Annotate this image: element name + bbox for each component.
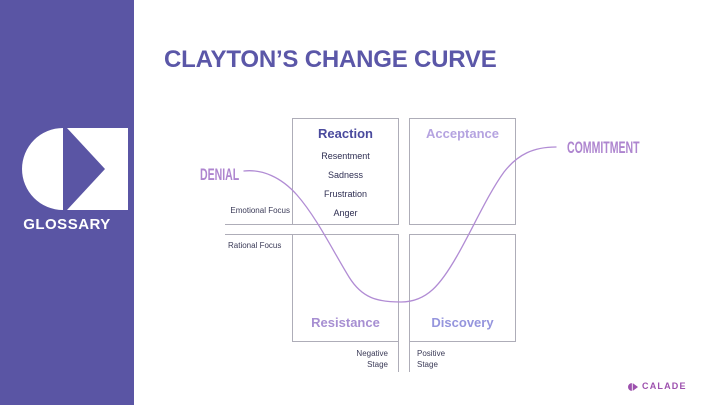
quadrant-title-discovery: Discovery xyxy=(431,314,494,330)
reaction-item: Resentment xyxy=(321,151,370,162)
axis-label-emotional-focus: Emotional Focus xyxy=(230,206,290,215)
commitment-label: COMMITMENT xyxy=(567,138,640,157)
quadrant-acceptance-box: Acceptance xyxy=(409,118,516,225)
brand-logo: CALADE xyxy=(628,381,687,392)
axis-line-rational xyxy=(225,234,292,235)
glossary-label: GLOSSARY xyxy=(23,216,111,233)
quadrant-title-acceptance: Acceptance xyxy=(426,126,499,141)
denial-label: DENIAL xyxy=(200,165,240,184)
brand-name: CALADE xyxy=(642,381,687,391)
quadrant-title-resistance: Resistance xyxy=(311,314,380,330)
axis-line-positive xyxy=(409,341,410,372)
page-title: CLAYTON’S CHANGE CURVE xyxy=(164,46,497,73)
reaction-item-list: Resentment Sadness Frustration Anger xyxy=(293,147,398,223)
axis-line-emotional xyxy=(225,224,292,225)
axis-line-negative xyxy=(398,341,399,372)
reaction-item: Anger xyxy=(333,208,358,219)
reaction-item: Frustration xyxy=(323,189,367,200)
quadrant-title-reaction: Reaction xyxy=(318,126,373,141)
brand-logo-icon xyxy=(628,382,638,391)
quadrant-discovery-box: Discovery xyxy=(409,234,516,342)
stage-label-negative: Negative Stage xyxy=(356,349,388,369)
quadrant-resistance-box: Resistance xyxy=(292,234,399,342)
quadrant-reaction-box: Reaction Resentment Sadness Frustration … xyxy=(292,118,399,225)
axis-label-rational-focus: Rational Focus xyxy=(228,241,282,250)
glossary-logo-icon xyxy=(22,128,128,210)
stage-label-positive: Positive Stage xyxy=(417,349,446,369)
glossary-sidebar: GLOSSARY xyxy=(0,0,134,405)
reaction-item: Sadness xyxy=(327,170,364,181)
